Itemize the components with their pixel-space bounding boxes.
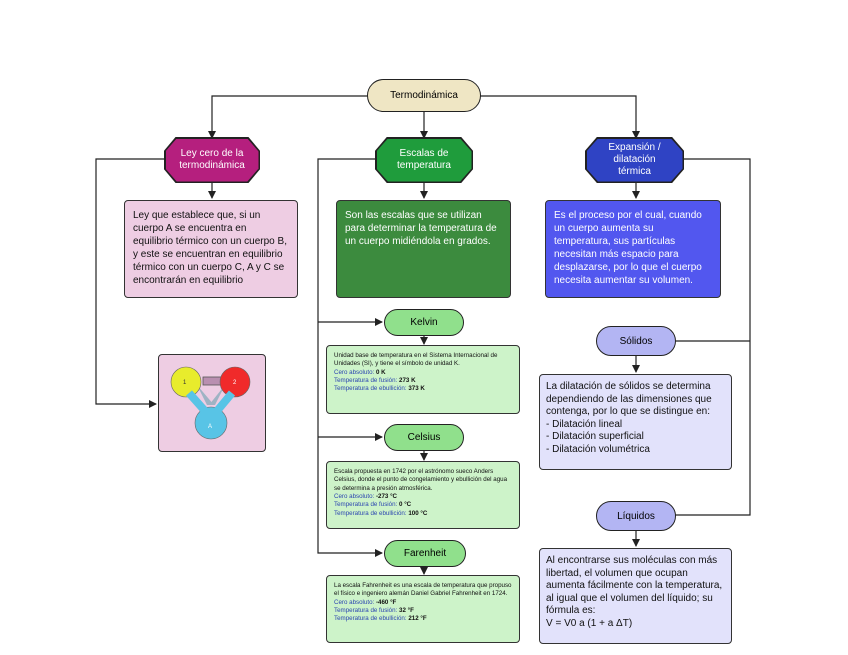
celsius-description-box: Escala propuesta en 1742 por el astrónom… [326,461,520,529]
equilibrium-illustration: 1 2 A [170,366,251,440]
escalas-description-box: Son las escalas que se utilizan para det… [336,200,511,298]
liquidos-description: Al encontrarse sus moléculas con más lib… [546,555,723,616]
farenheit-row-value: 32 °F [399,607,414,615]
celsius-row-label: Cero absoluto: [334,493,375,501]
escalas-description: Son las escalas que se utilizan para det… [345,210,497,247]
kelvin-row-value: 373 K [408,385,425,393]
kelvin-pill: Kelvin [384,309,464,336]
kelvin-row-value: 273 K [399,377,416,385]
liquidos-pill: Líquidos [596,501,676,531]
celsius-title: Celsius [407,432,441,443]
celsius-row-value: 100 °C [408,509,428,517]
body-label-2: 2 [233,380,237,386]
ley-cero-title-node: Ley cero de la termodinámica [165,138,259,182]
expansion-description-box: Es el proceso por el cual, cuando un cue… [545,200,721,298]
expansion-description: Es el proceso por el cual, cuando un cue… [554,210,702,286]
solidos-item: - Dilatación volumétrica [546,443,650,455]
body-label-a: A [208,424,212,430]
farenheit-title: Farenheit [403,548,447,559]
farenheit-row-label: Temperatura de ebullición: [334,615,407,623]
farenheit-pill: Farenheit [384,540,466,567]
celsius-row-value: -273 °C [375,493,398,501]
farenheit-description-box: La escala Fahrenheit es una escala de te… [326,575,520,643]
liquidos-formula: V = V0 a (1 + a ΔT) [546,617,633,629]
liquidos-title: Líquidos [617,510,655,522]
farenheit-row-value: 212 °F [408,615,427,623]
ley-cero-description-box: Ley que establece que, si un cuerpo A se… [124,200,298,298]
ley-cero-description: Ley que establece que, si un cuerpo A se… [133,210,287,286]
farenheit-row-label: Cero absoluto: [334,598,375,606]
solidos-description-box: La dilatación de sólidos se determina de… [539,374,732,470]
farenheit-description: La escala Fahrenheit es una escala de te… [334,582,512,598]
farenheit-row-label: Temperatura de fusión: [334,607,398,615]
farenheit-row-value: -460 °F [375,598,397,606]
celsius-description: Escala propuesta en 1742 por el astrónom… [334,468,508,492]
kelvin-row-value: 0 K [375,368,386,376]
celsius-row-label: Temperatura de fusión: [334,501,398,509]
solidos-title: Sólidos [619,335,653,347]
escalas-title-node: Escalas de temperatura [376,138,472,182]
celsius-row-label: Temperatura de ebullición: [334,509,407,517]
kelvin-description-box: Unidad base de temperatura en el Sistema… [326,345,520,414]
celsius-pill: Celsius [384,424,464,451]
expansion-title-node: Expansión / dilatación térmica [586,138,683,182]
kelvin-title: Kelvin [410,317,438,328]
solidos-item: - Dilatación superficial [546,431,644,442]
body-label-1: 1 [183,380,187,386]
kelvin-description: Unidad base de temperatura en el Sistema… [334,352,498,368]
expansion-title: Expansión / dilatación térmica [608,142,661,177]
escalas-title: Escalas de temperatura [397,148,451,171]
root-label: Termodinámica [390,90,458,101]
solidos-item: - Dilatación lineal [546,418,623,430]
ley-cero-title: Ley cero de la termodinámica [179,148,245,171]
kelvin-row-label: Cero absoluto: [334,368,375,376]
root-node-termodinamica: Termodinámica [367,79,481,112]
liquidos-description-box: Al encontrarse sus moléculas con más lib… [539,548,732,644]
kelvin-row-label: Temperatura de ebullición: [334,385,407,393]
solidos-pill: Sólidos [596,326,676,356]
solidos-description: La dilatación de sólidos se determina de… [546,381,712,417]
celsius-row-value: 0 °C [399,501,412,509]
equilibrium-illustration-box: 1 2 A [158,354,266,452]
kelvin-row-label: Temperatura de fusión: [334,377,398,385]
